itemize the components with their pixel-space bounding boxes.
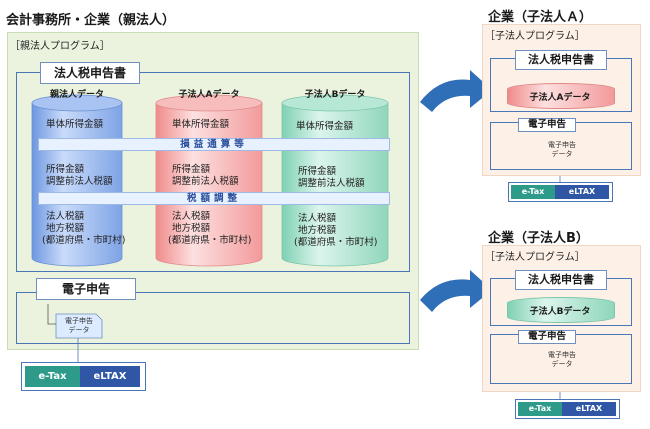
child-b-title: 企業（子法人B）: [488, 231, 589, 246]
cyl-a-income: 所得金額: [172, 164, 211, 175]
cyl-a-corp-tax: 法人税額: [172, 211, 211, 222]
cyl-parent-single-income: 単体所得金額: [46, 119, 104, 130]
parent-efiling-doc-icon: [55, 313, 103, 339]
parent-program-label: ［親法人プログラム］: [10, 41, 110, 52]
arrow-to-child-b: [420, 270, 492, 312]
parent-eltax-badge[interactable]: eLTAX: [80, 366, 140, 387]
cyl-a-single-income: 単体所得金額: [172, 119, 230, 130]
cylinder-parent-header: 親法人データ: [49, 90, 104, 100]
child-a-tax-return-tab: 法人税申告書: [515, 50, 607, 70]
child-b-badges-outline: [515, 399, 620, 419]
child-a-etax-badge[interactable]: e-Tax: [511, 185, 555, 199]
child-b-eltax-badge[interactable]: eLTAX: [562, 402, 616, 416]
child-a-efiling-doc-label-2: データ: [551, 150, 573, 158]
child-b-tax-return-tab: 法人税申告書: [515, 270, 607, 290]
arrow-to-child-a: [420, 70, 492, 112]
child-a-data-label: 子法人Aデータ: [529, 93, 591, 103]
band-tax-adjustment: 税額調整: [38, 192, 390, 205]
parent-efiling-doc-label-2: データ: [68, 326, 90, 334]
child-b-data-label: 子法人Bデータ: [529, 307, 591, 317]
parent-badges-outline: [21, 362, 146, 391]
cyl-parent-pre-tax: 調整前法人税額: [46, 176, 113, 187]
cyl-a-pre-tax: 調整前法人税額: [172, 176, 239, 187]
cyl-b-corp-tax: 法人税額: [298, 213, 337, 224]
child-b-efiling-doc-label-1: 電子申告: [548, 351, 576, 359]
child-b-efiling-tab: 電子申告: [518, 330, 576, 344]
parent-tax-return-tab: 法人税申告書: [40, 62, 140, 84]
cyl-b-local-detail: (都道府県・市町村): [294, 237, 378, 248]
cyl-b-single-income: 単体所得金額: [296, 121, 354, 132]
cyl-parent-local-detail: (都道府県・市町村): [42, 235, 126, 246]
child-a-program-label: ［子法人プログラム］: [485, 31, 585, 42]
cyl-a-local-detail: (都道府県・市町村): [168, 235, 252, 246]
parent-doc-connector: [47, 304, 56, 325]
child-b-program-label: ［子法人プログラム］: [485, 252, 585, 263]
cyl-b-pre-tax: 調整前法人税額: [298, 178, 365, 189]
cyl-b-income: 所得金額: [298, 166, 337, 177]
parent-efiling-tab: 電子申告: [36, 278, 136, 300]
parent-efiling-box: [16, 292, 410, 344]
parent-title: 会計事務所・企業（親法人）: [6, 13, 176, 28]
parent-efiling-doc-label-1: 電子申告: [65, 317, 93, 325]
cyl-parent-local-tax: 地方税額: [46, 223, 85, 234]
child-a-title: 企業（子法人Ａ）: [488, 10, 593, 25]
child-a-efiling-tab: 電子申告: [518, 118, 576, 132]
cyl-parent-corp-tax: 法人税額: [46, 211, 85, 222]
band-profit-loss-offset: 損益通算等: [38, 138, 390, 151]
cylinder-child-b-header: 子法人Bデータ: [304, 90, 366, 100]
child-a-badges-outline: [508, 182, 613, 202]
child-b-data-cylinder: [507, 297, 615, 323]
cyl-b-local-tax: 地方税額: [298, 225, 337, 236]
child-b-efiling-doc-label-2: データ: [551, 360, 573, 368]
cylinder-child-a-header: 子法人Aデータ: [178, 90, 240, 100]
parent-tax-return-box: [16, 72, 410, 272]
child-a-efiling-doc-label-1: 電子申告: [548, 141, 576, 149]
cyl-parent-income: 所得金額: [46, 164, 85, 175]
child-a-data-cylinder: [507, 83, 615, 109]
child-b-etax-badge[interactable]: e-Tax: [518, 402, 562, 416]
child-a-eltax-badge[interactable]: eLTAX: [555, 185, 609, 199]
parent-etax-badge[interactable]: e-Tax: [25, 366, 80, 387]
cyl-a-local-tax: 地方税額: [172, 223, 211, 234]
